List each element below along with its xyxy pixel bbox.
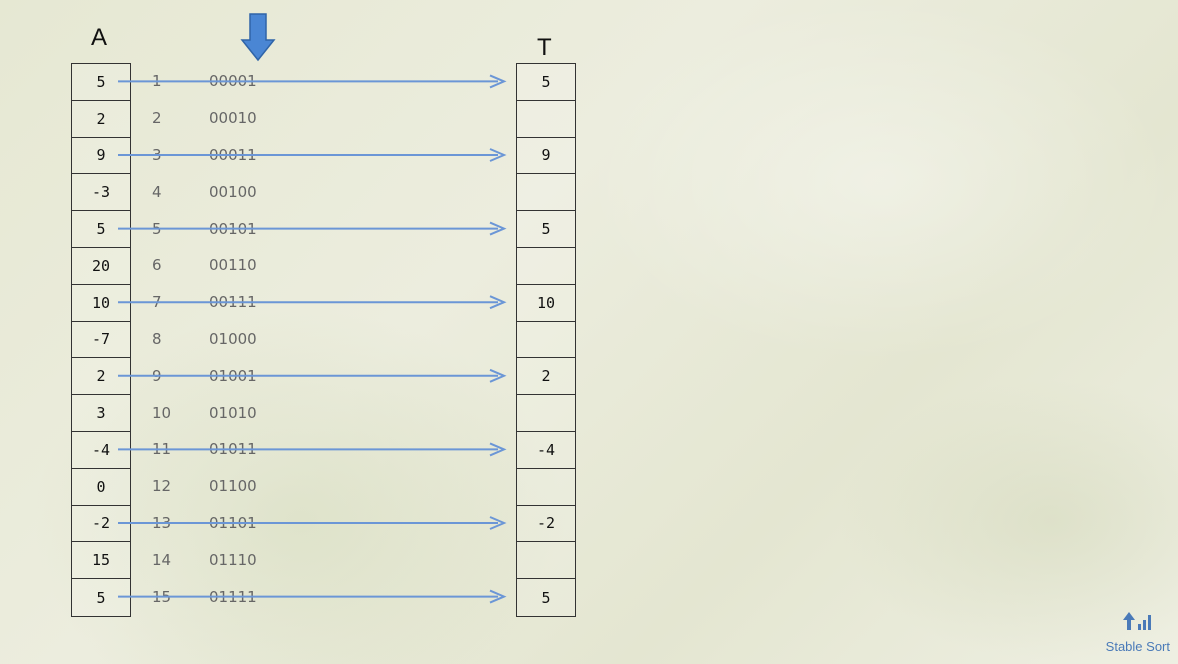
copy-arrow [118, 148, 507, 162]
array-a-cell: 2 [72, 358, 130, 396]
array-a-cell: -2 [72, 506, 130, 543]
index-label: 3 [152, 146, 162, 164]
array-t-cell: 10 [517, 285, 575, 322]
index-label: 15 [152, 587, 172, 606]
copy-arrow [118, 516, 507, 530]
array-a-cell: -7 [72, 322, 130, 359]
array-a-label: A [91, 24, 108, 51]
binary-label: 01001 [209, 366, 257, 385]
array-t-cell [517, 469, 575, 506]
binary-label: 00010 [209, 109, 257, 128]
stable-sort-icon [1122, 612, 1151, 630]
binary-label: 01101 [209, 514, 257, 532]
index-label: 10 [152, 403, 172, 422]
array-t-cell: 2 [517, 358, 575, 396]
index-label: 11 [152, 440, 172, 459]
binary-label: 00110 [209, 256, 257, 275]
index-label: 5 [152, 219, 162, 238]
copy-arrow [118, 221, 507, 236]
array-a-cell: 5 [96, 588, 106, 607]
binary-label: 01000 [209, 330, 257, 348]
array-t-cell [517, 322, 575, 359]
array-t-cell: -4 [517, 432, 575, 469]
index-label: 13 [152, 514, 172, 532]
binary-label: 01010 [209, 403, 257, 422]
index-label: 12 [152, 477, 172, 496]
array-a-cell: 9 [72, 138, 130, 175]
binary-label: 00001 [209, 72, 257, 91]
array-a-cell: 5 [72, 64, 130, 101]
copy-arrow [118, 295, 507, 310]
index-label: 6 [152, 256, 162, 275]
down-arrow-icon [240, 13, 276, 62]
binary-label: 01110 [209, 550, 257, 569]
index-label: 7 [152, 293, 162, 312]
array-t-label: T [537, 34, 552, 61]
binary-label: 01011 [209, 440, 257, 459]
array-t-cell [517, 542, 575, 580]
array-a-cell: 10 [72, 285, 130, 322]
array-t-cell: 5 [517, 64, 575, 101]
array-a-cell: 15 [72, 542, 130, 580]
index-label: 2 [152, 109, 162, 128]
array-a-cell: 0 [72, 469, 130, 506]
array-a-cell: 20 [72, 248, 130, 285]
copy-arrow [118, 74, 507, 89]
stable-sort-logo: Stable Sort [1106, 610, 1170, 654]
binary-label: 01111 [209, 587, 257, 606]
array-t-cell: 9 [517, 138, 575, 175]
binary-label: 00100 [209, 182, 257, 201]
index-label: 8 [152, 330, 162, 348]
logo-caption: Stable Sort [1105, 639, 1170, 654]
array-a-cell: -3 [72, 174, 130, 212]
index-label: 9 [152, 366, 162, 385]
array-t-cell: -2 [517, 506, 575, 543]
array-a-cell: -4 [72, 432, 130, 469]
binary-label: 00011 [209, 146, 257, 164]
copy-arrow [118, 368, 507, 383]
array-t-cell [517, 101, 575, 138]
array-t-cell [517, 174, 575, 212]
index-label: 14 [152, 550, 172, 569]
array-t-cell: 5 [517, 211, 575, 248]
array-a-cell: 2 [72, 101, 130, 138]
copy-arrow [118, 442, 507, 457]
array-t-cell [517, 248, 575, 285]
index-label: 1 [152, 72, 162, 91]
array-t: 5 9 5 10 2 -4 -2 5 [516, 63, 576, 617]
array-a-cell: 5 [72, 211, 130, 248]
copy-arrow [118, 589, 507, 604]
array-t-cell: 5 [541, 588, 551, 607]
array-a-cell: 3 [72, 395, 130, 432]
array-t-cell [517, 395, 575, 432]
binary-label: 00111 [209, 293, 257, 312]
binary-label: 00101 [209, 219, 257, 238]
index-label: 4 [152, 182, 162, 201]
binary-label: 01100 [209, 477, 257, 496]
